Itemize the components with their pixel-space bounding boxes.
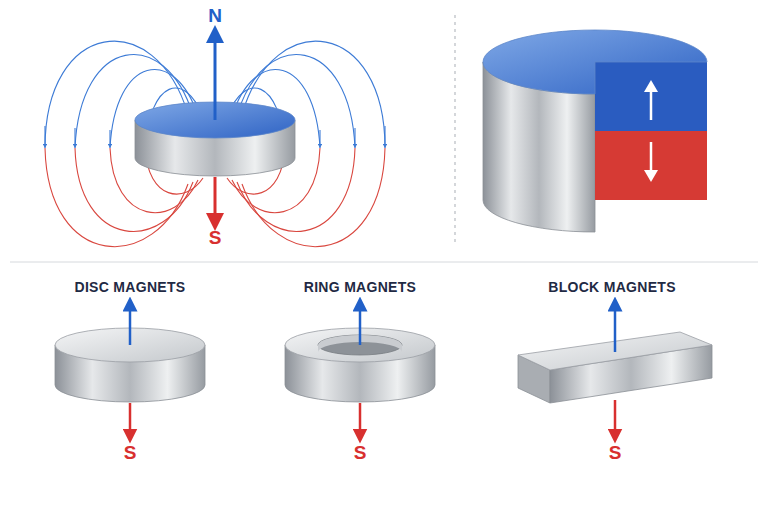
pole-label: S (354, 443, 367, 464)
pole-label: S (609, 443, 622, 464)
magnet-type-heading: RING MAGNETS (304, 280, 417, 295)
cutaway-magnet (483, 30, 707, 232)
north-arrow (214, 34, 217, 120)
south-arrow (614, 400, 617, 436)
magnetization-arrow (650, 88, 653, 120)
south-arrow (129, 403, 132, 436)
pole-label: S (124, 443, 137, 464)
divider-line (10, 262, 758, 263)
divider-line (454, 15, 455, 245)
north-arrow (359, 304, 362, 345)
magnet-type-heading: DISC MAGNETS (75, 280, 186, 295)
north-arrow (614, 304, 617, 352)
magnet-type-heading: BLOCK MAGNETS (548, 280, 676, 295)
south-arrow (359, 403, 362, 436)
magnetization-arrow (644, 80, 658, 92)
pole-label: S (209, 228, 222, 249)
north-arrow (129, 304, 132, 345)
magnetization-arrow (650, 142, 653, 174)
magnetization-arrow (644, 170, 658, 182)
pole-label: N (208, 6, 222, 27)
south-arrow (214, 177, 217, 222)
